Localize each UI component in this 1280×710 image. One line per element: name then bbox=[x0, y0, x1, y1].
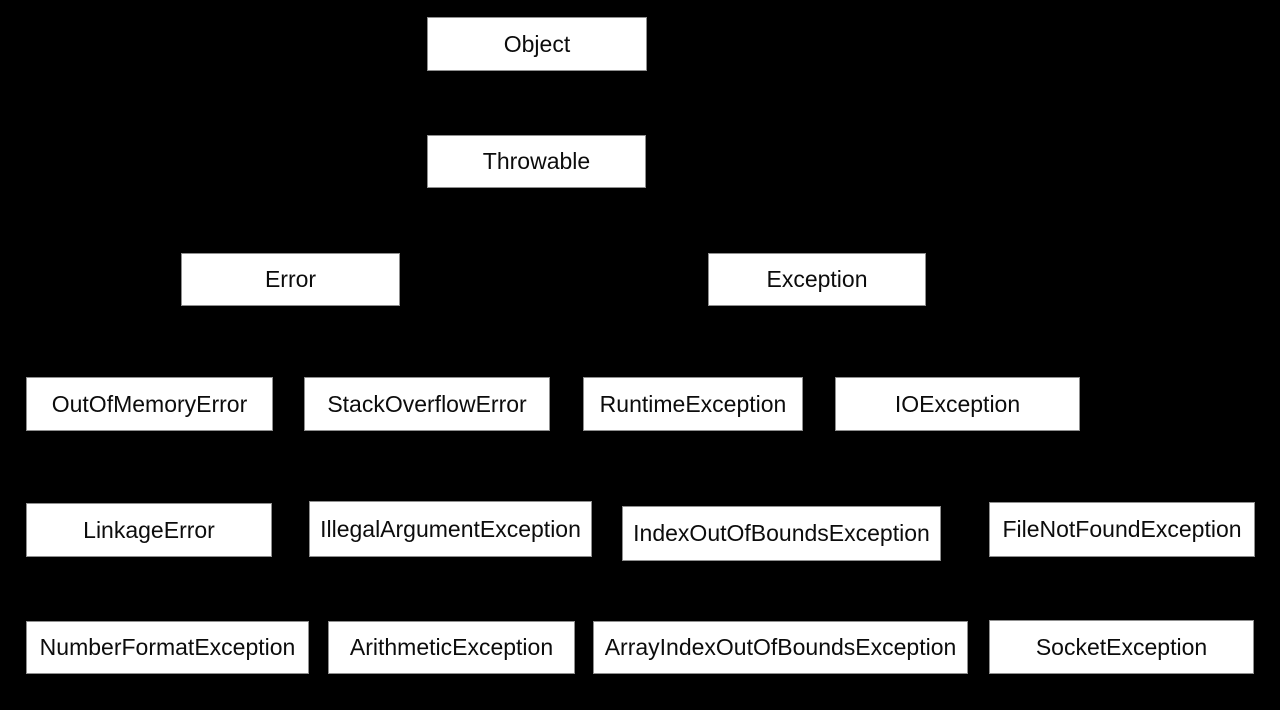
node-error: Error bbox=[181, 253, 400, 306]
node-stack-overflow-error: StackOverflowError bbox=[304, 377, 550, 431]
node-throwable: Throwable bbox=[427, 135, 646, 188]
node-arithmetic-exception: ArithmeticException bbox=[328, 621, 575, 674]
node-illegal-argument-exception: IllegalArgumentException bbox=[309, 501, 592, 557]
node-object: Object bbox=[427, 17, 647, 71]
node-array-index-out-of-bounds-exception: ArrayIndexOutOfBoundsException bbox=[593, 621, 968, 674]
node-out-of-memory-error: OutOfMemoryError bbox=[26, 377, 273, 431]
node-exception: Exception bbox=[708, 253, 926, 306]
node-socket-exception: SocketException bbox=[989, 620, 1254, 674]
node-linkage-error: LinkageError bbox=[26, 503, 272, 557]
node-index-out-of-bounds-exception: IndexOutOfBoundsException bbox=[622, 506, 941, 561]
node-runtime-exception: RuntimeException bbox=[583, 377, 803, 431]
node-io-exception: IOException bbox=[835, 377, 1080, 431]
node-number-format-exception: NumberFormatException bbox=[26, 621, 309, 674]
node-file-not-found-exception: FileNotFoundException bbox=[989, 502, 1255, 557]
